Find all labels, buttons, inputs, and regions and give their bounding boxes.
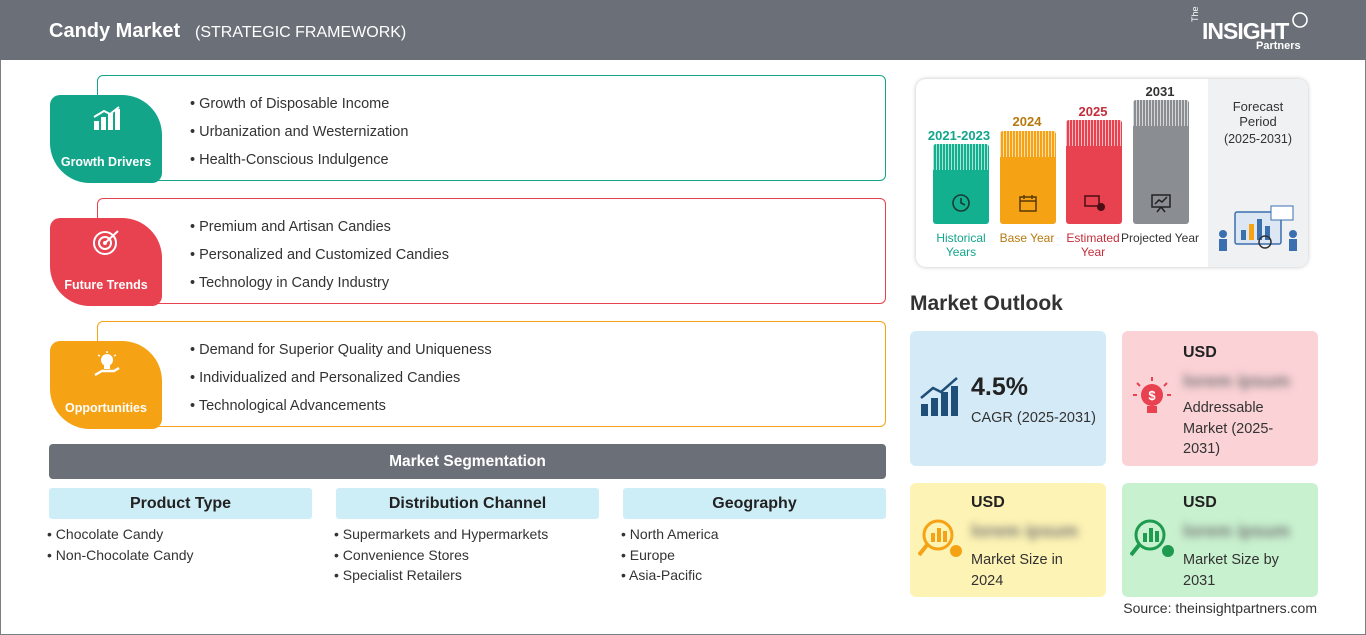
magnifier-chart-icon bbox=[918, 519, 962, 557]
magnifier-chart-icon bbox=[1130, 519, 1174, 557]
lightbulb-dollar-icon: $ bbox=[1133, 377, 1171, 413]
timeline-bar-projected bbox=[1133, 100, 1189, 224]
opportunities-badge: Opportunities bbox=[50, 341, 162, 429]
logo-swoosh-icon bbox=[1292, 12, 1308, 28]
future-trends-list: Premium and Artisan Candies Personalized… bbox=[190, 218, 449, 302]
future-trends-badge: Future Trends bbox=[50, 218, 162, 306]
timeline-label-historical: Historical Years bbox=[936, 231, 986, 259]
timeline-bar-estimated bbox=[1066, 120, 1122, 224]
timeline-year-estimated: 2025 bbox=[1078, 104, 1108, 119]
growth-drivers-box: Growth of Disposable Income Urbanization… bbox=[97, 75, 886, 181]
history-icon bbox=[952, 194, 970, 212]
list-item: Convenience Stores bbox=[334, 546, 548, 567]
opportunities-label: Opportunities bbox=[65, 401, 147, 415]
logo-insight: INSIGHT bbox=[1202, 18, 1289, 44]
list-item: Non-Chocolate Candy bbox=[47, 546, 194, 567]
forecast-title: Forecast Period bbox=[1232, 99, 1284, 129]
list-item: Growth of Disposable Income bbox=[190, 95, 408, 123]
market-size-2031-card: USD lorem ipsum Market Size by 2031 bbox=[1122, 483, 1318, 597]
market-size-2024-card: USD lorem ipsum Market Size in 2024 bbox=[910, 483, 1106, 597]
cagr-card: 4.5% CAGR (2025-2031) bbox=[910, 331, 1106, 466]
addressable-label: Addressable Market (2025-2031) bbox=[1183, 400, 1274, 457]
growth-drivers-label: Growth Drivers bbox=[60, 155, 152, 169]
estimate-icon bbox=[1084, 195, 1105, 211]
market-size-2024-usd: USD bbox=[971, 494, 1005, 511]
page-title: Candy Market bbox=[49, 20, 181, 42]
list-item: Technology in Candy Industry bbox=[190, 274, 449, 302]
market-size-2024-value-blurred: lorem ipsum bbox=[971, 521, 1079, 541]
list-item: Demand for Superior Quality and Uniquene… bbox=[190, 341, 492, 369]
list-item: Specialist Retailers bbox=[334, 566, 548, 587]
lightbulb-hand-icon bbox=[94, 351, 120, 377]
list-item: Personalized and Customized Candies bbox=[190, 246, 449, 274]
growth-chart-icon bbox=[920, 377, 958, 416]
addressable-market-card: $ USD lorem ipsum Addressable Market (20… bbox=[1122, 331, 1318, 466]
header-bar: Candy Market (STRATEGIC FRAMEWORK) The I… bbox=[0, 0, 1366, 60]
logo-the: The bbox=[1190, 6, 1200, 22]
timeline-label-base: Base Year bbox=[999, 231, 1055, 245]
segment-heading-product-type: Product Type bbox=[49, 488, 312, 519]
source-link[interactable]: Source: theinsightpartners.com bbox=[1123, 600, 1317, 616]
opportunities-list: Demand for Superior Quality and Uniquene… bbox=[190, 341, 492, 425]
market-size-2031-usd: USD bbox=[1183, 494, 1217, 511]
svg-text:$: $ bbox=[1148, 388, 1156, 403]
growth-chart-icon bbox=[93, 106, 120, 130]
opportunities-box: Demand for Superior Quality and Uniquene… bbox=[97, 321, 886, 427]
list-item: Chocolate Candy bbox=[47, 525, 194, 546]
future-trends-label: Future Trends bbox=[64, 278, 148, 292]
product-type-list: Chocolate Candy Non-Chocolate Candy bbox=[47, 525, 194, 566]
list-item: North America bbox=[621, 525, 719, 546]
market-size-2024-label: Market Size in 2024 bbox=[971, 552, 1063, 589]
timeline-bar-base bbox=[1000, 131, 1056, 224]
timeline-bar-historical bbox=[933, 144, 989, 224]
list-item: Individualized and Personalized Candies bbox=[190, 369, 492, 397]
market-size-2031-label: Market Size by 2031 bbox=[1183, 552, 1279, 589]
market-outlook-title: Market Outlook bbox=[910, 292, 1063, 315]
target-icon bbox=[93, 230, 119, 255]
timeline-label-estimated: Estimated Year bbox=[1066, 231, 1120, 259]
growth-drivers-badge: Growth Drivers bbox=[50, 95, 162, 183]
list-item: Asia-Pacific bbox=[621, 566, 719, 587]
list-item: Urbanization and Westernization bbox=[190, 123, 408, 151]
cagr-label: CAGR (2025-2031) bbox=[971, 410, 1096, 426]
timeline-year-projected: 2031 bbox=[1145, 84, 1175, 99]
cagr-value: 4.5% bbox=[971, 373, 1028, 401]
future-trends-box: Premium and Artisan Candies Personalized… bbox=[97, 198, 886, 304]
list-item: Technological Advancements bbox=[190, 397, 492, 425]
market-segmentation-bar: Market Segmentation bbox=[49, 444, 886, 479]
timeline-card: Forecast Period (2025-2031) 2021-2023 Hi… bbox=[916, 79, 1308, 267]
list-item: Europe bbox=[621, 546, 719, 567]
timeline-label-projected: Projected Year bbox=[1120, 231, 1200, 245]
forecast-panel: Forecast Period (2025-2031) bbox=[1208, 79, 1308, 267]
timeline-year-base: 2024 bbox=[1012, 114, 1042, 129]
addressable-usd: USD bbox=[1183, 344, 1217, 361]
distribution-channel-list: Supermarkets and Hypermarkets Convenienc… bbox=[334, 525, 548, 587]
list-item: Health-Conscious Indulgence bbox=[190, 151, 408, 179]
logo-partners: Partners bbox=[1256, 40, 1301, 52]
addressable-value-blurred: lorem ipsum bbox=[1183, 371, 1291, 391]
calendar-icon bbox=[1019, 195, 1037, 212]
list-item: Premium and Artisan Candies bbox=[190, 218, 449, 246]
market-size-2031-value-blurred: lorem ipsum bbox=[1183, 521, 1291, 541]
segment-heading-distribution-channel: Distribution Channel bbox=[336, 488, 599, 519]
presentation-icon bbox=[1151, 194, 1171, 213]
geography-list: North America Europe Asia-Pacific bbox=[621, 525, 719, 587]
page-subtitle: (STRATEGIC FRAMEWORK) bbox=[195, 24, 407, 41]
forecast-period: (2025-2031) bbox=[1223, 132, 1293, 146]
list-item: Supermarkets and Hypermarkets bbox=[334, 525, 548, 546]
segment-heading-geography: Geography bbox=[623, 488, 886, 519]
growth-drivers-list: Growth of Disposable Income Urbanization… bbox=[190, 95, 408, 179]
analytics-people-icon bbox=[1219, 205, 1297, 251]
insight-partners-logo[interactable]: The INSIGHT Partners bbox=[1190, 6, 1310, 54]
timeline-year-historical: 2021-2023 bbox=[927, 128, 991, 143]
